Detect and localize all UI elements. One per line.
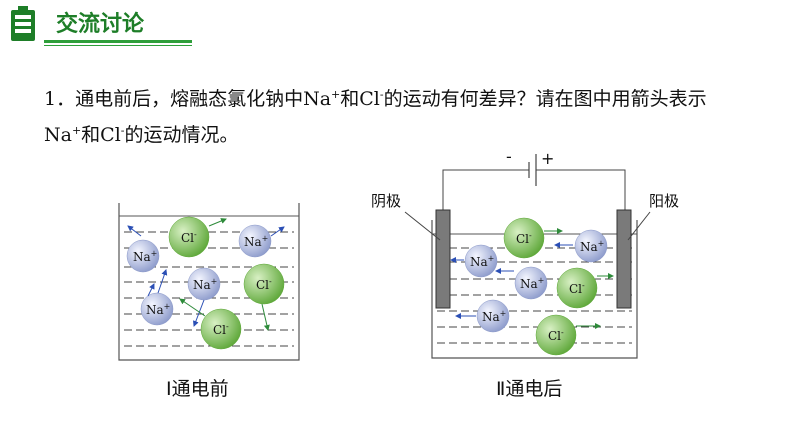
question-text-1c: 的运动有何差异？请在图中用箭头表示 — [383, 88, 707, 110]
question-text-2a: Na — [44, 124, 72, 146]
cl-charge: - — [120, 124, 125, 137]
question-line-1: 1．通电前后，熔融态氯化钠中Na+和Cl-的运动有何差异？请在图中用箭头表示 — [44, 84, 707, 111]
na-ion: Na+ — [476, 299, 510, 333]
motion-arrow — [157, 269, 168, 294]
motion-arrow — [179, 298, 206, 317]
question-text-1b: 和Cl — [340, 88, 380, 110]
anode-label: 阳极 — [649, 192, 679, 210]
anode-pointer — [627, 211, 651, 241]
question-text-2c: 的运动情况。 — [124, 124, 239, 146]
battery-minus-sign: - — [506, 147, 512, 166]
svg-text:Cl-: Cl- — [569, 281, 585, 296]
page-title: 交流讨论 — [56, 12, 145, 37]
cathode-label: 阴极 — [371, 192, 401, 210]
svg-text:Na+: Na+ — [580, 239, 604, 254]
motion-arrow — [127, 225, 142, 237]
svg-text:Cl-: Cl- — [256, 277, 272, 292]
na-ion: Na+ — [238, 224, 272, 258]
question-text-1a: 1．通电前后，熔融态氯化钠中Na — [44, 88, 332, 110]
svg-text:Na+: Na+ — [193, 277, 217, 292]
cl-ion: Cl- — [556, 267, 598, 309]
title-underline — [44, 40, 192, 43]
svg-text:Na+: Na+ — [133, 249, 157, 264]
svg-text:Cl-: Cl- — [181, 230, 197, 245]
svg-text:Cl-: Cl- — [548, 328, 564, 343]
svg-text:Na+: Na+ — [146, 302, 170, 317]
na-charge: + — [71, 124, 82, 137]
na-ion: Na+ — [514, 266, 548, 300]
na-ion: Na+ — [126, 239, 160, 273]
battery-icon — [11, 6, 35, 41]
battery-plus-sign: + — [541, 149, 554, 168]
na-ion: Na+ — [140, 292, 174, 326]
motion-arrow — [192, 299, 205, 327]
title-underline-thin — [44, 45, 192, 46]
na-charge: + — [331, 88, 341, 101]
na-ion: Na+ — [187, 267, 221, 301]
cl-ion: Cl- — [168, 216, 210, 258]
cl-charge: - — [379, 88, 384, 101]
motion-arrow — [261, 303, 270, 331]
cathode-pointer — [404, 211, 441, 241]
svg-text:Na+: Na+ — [244, 234, 268, 249]
na-ion: Na+ — [574, 229, 608, 263]
svg-text:Na+: Na+ — [520, 276, 544, 291]
motion-arrow — [270, 226, 285, 237]
anode-electrode — [616, 209, 632, 309]
figure-2-caption: Ⅱ通电后 — [496, 378, 563, 400]
cl-ion: Cl- — [200, 308, 242, 350]
svg-text:Na+: Na+ — [482, 309, 506, 324]
cl-ion: Cl- — [535, 314, 577, 356]
question-line-2: Na+和Cl-的运动情况。 — [44, 120, 239, 147]
svg-text:Cl-: Cl- — [213, 322, 229, 337]
figure-1-caption: Ⅰ通电前 — [166, 378, 229, 400]
motion-arrow — [147, 283, 155, 297]
na-ion: Na+ — [464, 244, 498, 278]
svg-text:Na+: Na+ — [470, 254, 494, 269]
cathode-electrode — [435, 209, 451, 309]
svg-text:Cl-: Cl- — [516, 231, 532, 246]
motion-arrow — [208, 218, 227, 227]
cl-ion: Cl- — [503, 217, 545, 259]
power-circuit — [442, 154, 626, 210]
question-text-2b: 和Cl — [81, 124, 121, 146]
cl-ion: Cl- — [243, 263, 285, 305]
